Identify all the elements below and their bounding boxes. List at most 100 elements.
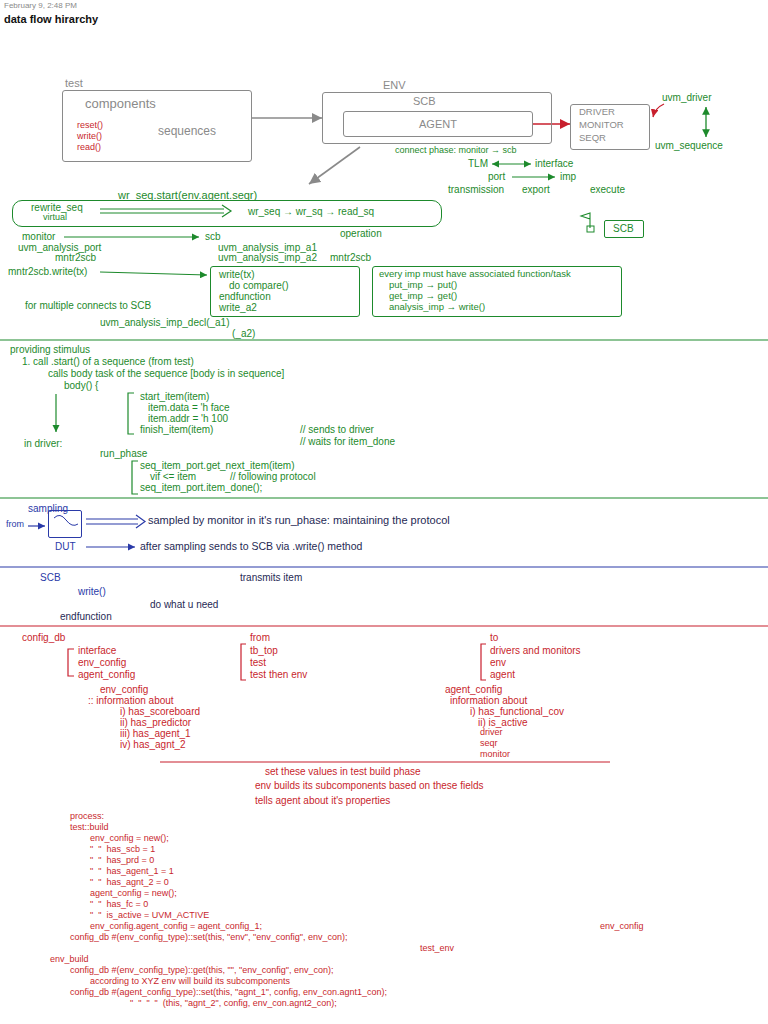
note-text: operation bbox=[340, 228, 382, 239]
note-box: every imp must have associated function/… bbox=[372, 266, 622, 317]
box-label: SEQR bbox=[579, 133, 606, 143]
note-text: seq_item_port.item_done(); bbox=[140, 482, 262, 493]
note-text: mntr2scb bbox=[330, 252, 371, 263]
box-label: components bbox=[85, 97, 156, 111]
divider-line bbox=[0, 625, 768, 626]
note-text: i) has_scoreboard bbox=[120, 706, 200, 717]
box-label: do compare() bbox=[229, 280, 288, 291]
box-label: test bbox=[65, 77, 83, 89]
note-text: monitor bbox=[480, 750, 510, 760]
note-text: " " has_agent_1 = 1 bbox=[90, 867, 174, 877]
arrow-line bbox=[100, 272, 207, 275]
note-text: uvm_sequence bbox=[655, 140, 723, 151]
bracket bbox=[128, 393, 134, 434]
note-text: tb_top bbox=[250, 645, 278, 656]
note-box: write(tx)do compare()endfunctionwrite_a2 bbox=[210, 266, 360, 317]
arrow-line bbox=[705, 107, 706, 137]
port-symbol bbox=[587, 226, 594, 232]
note-text: write() bbox=[78, 586, 106, 597]
note-text: 1. call .start() of a sequence (from tes… bbox=[22, 356, 194, 367]
note-box: rewrite_seqvirtualwr_seq → wr_sq → read_… bbox=[12, 200, 442, 227]
title-text: data flow hirarchy bbox=[4, 13, 98, 25]
box-label: write() bbox=[77, 132, 102, 142]
note-text: export bbox=[522, 184, 550, 195]
divider-line bbox=[160, 761, 610, 762]
note-text: agent_config bbox=[445, 684, 502, 695]
note-box: DUT bbox=[48, 510, 82, 538]
box-label: analysis_imp → write() bbox=[389, 302, 485, 312]
box-label: wr_seq → wr_sq → read_sq bbox=[248, 206, 374, 217]
double-arrow bbox=[222, 205, 231, 217]
note-text: test then env bbox=[250, 669, 307, 680]
box-label: put_imp → put() bbox=[389, 280, 457, 290]
box-label: reset() bbox=[77, 121, 103, 131]
note-text: (_a2) bbox=[232, 328, 255, 339]
note-text: uvm_analysis_imp_a2 bbox=[218, 252, 317, 263]
double-arrow bbox=[136, 515, 145, 528]
note-text: in driver: bbox=[24, 438, 62, 449]
bracket bbox=[481, 644, 486, 680]
note-text: agent bbox=[490, 669, 515, 680]
note-text: test_env bbox=[420, 944, 454, 954]
note-text: from bbox=[6, 520, 24, 530]
note-text: // following protocol bbox=[230, 471, 316, 482]
arrow-line bbox=[653, 104, 664, 117]
note-text: transmission bbox=[448, 184, 504, 195]
note-text: TLM bbox=[468, 158, 488, 169]
arrow-line bbox=[86, 546, 135, 547]
note-text: mntr2scb.write(tx) bbox=[8, 266, 87, 277]
arrow-line bbox=[512, 176, 555, 177]
box-label: write(tx) bbox=[219, 269, 255, 280]
box-label: write_a2 bbox=[219, 302, 257, 313]
divider-line bbox=[0, 566, 768, 567]
connector bbox=[252, 117, 322, 119]
note-text: uvm_analysis_imp_a1 bbox=[218, 242, 317, 253]
arrow-line bbox=[64, 236, 199, 237]
note-text: iii) has_agent_1 bbox=[120, 728, 191, 739]
note-box: testcomponentssequencesreset()write()rea… bbox=[62, 90, 252, 162]
note-text: item.data = 'h face bbox=[148, 402, 230, 413]
note-text: calls body task of the sequence [body is… bbox=[48, 368, 284, 379]
note-text: monitor bbox=[22, 231, 55, 242]
note-text: config_db #(env_config_type)::get(this, … bbox=[70, 966, 333, 976]
note-text: config_db #(agent_config_type)::set(this… bbox=[70, 988, 387, 998]
note-text: providing stimulus bbox=[10, 344, 90, 355]
note-text: " " has_scb = 1 bbox=[90, 845, 155, 855]
box-label: ENV bbox=[383, 79, 406, 91]
note-box: DRIVER MONITOR SEQR bbox=[570, 104, 650, 150]
note-text: for multiple connects to SCB bbox=[25, 300, 151, 311]
double-arrow bbox=[100, 209, 224, 213]
note-text: run_phase bbox=[100, 448, 147, 459]
note-text: to bbox=[490, 632, 498, 643]
note-text: env_config bbox=[600, 922, 644, 932]
note-text: uvm_driver bbox=[662, 92, 711, 103]
bracket bbox=[68, 649, 74, 676]
note-text: uvm_analysis_imp_decl(_a1) bbox=[100, 317, 230, 328]
box-label: DRIVER bbox=[579, 107, 615, 117]
note-text: February 9, 2:48 PM bbox=[4, 2, 77, 11]
note-text: ii) is_active bbox=[478, 717, 527, 728]
note-text: port bbox=[488, 171, 505, 182]
note-text: drivers and monitors bbox=[490, 645, 581, 656]
note-text: env_config bbox=[78, 657, 126, 668]
note-text: ii) has_predictor bbox=[120, 717, 191, 728]
note-text: agent_config bbox=[78, 669, 135, 680]
note-text: endfunction bbox=[60, 611, 112, 622]
bracket bbox=[241, 644, 246, 680]
note-text: test bbox=[250, 657, 266, 668]
note-text: iv) has_agnt_2 bbox=[120, 739, 186, 750]
note-text: connect phase: monitor → scb bbox=[395, 146, 517, 156]
note-text: finish_item(item) bbox=[140, 424, 213, 435]
note-text: // sends to driver bbox=[300, 424, 374, 435]
divider-line bbox=[0, 497, 768, 498]
box-label: SCB bbox=[413, 95, 436, 107]
note-text: do what u need bbox=[150, 599, 218, 610]
note-text: SCB bbox=[40, 572, 61, 583]
note-text: from bbox=[250, 632, 270, 643]
box-label: sequences bbox=[158, 125, 216, 138]
box-label: virtual bbox=[43, 213, 67, 223]
note-text: sampling bbox=[28, 503, 68, 514]
arrow-line bbox=[28, 525, 45, 526]
box-label: MONITOR bbox=[579, 120, 624, 130]
note-text: mntr2scb bbox=[55, 252, 96, 263]
